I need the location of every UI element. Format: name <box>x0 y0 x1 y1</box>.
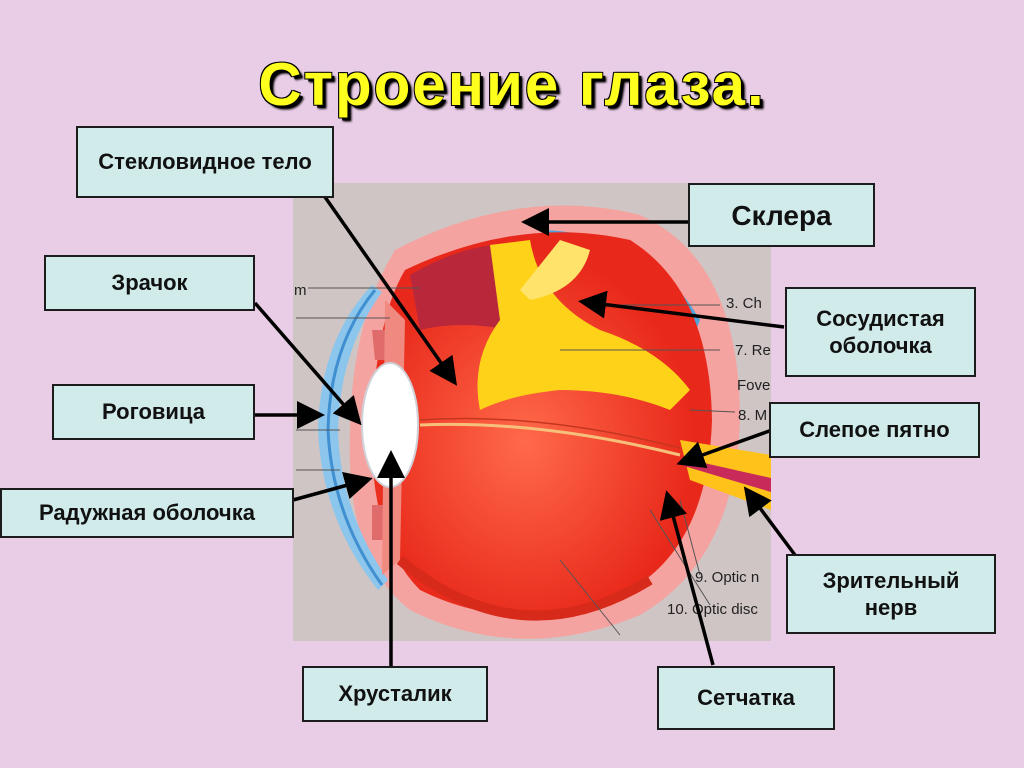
label-choroid: Сосудистая оболочка <box>785 287 976 377</box>
figure-text-optic-disc: 10. Optic disc <box>667 601 758 618</box>
figure-text-m8: 8. M <box>738 407 767 424</box>
figure-text-ch: 3. Ch <box>726 295 762 312</box>
label-sclera: Склера <box>688 183 875 247</box>
label-iris: Радужная оболочка <box>0 488 294 538</box>
arrow-iris <box>292 472 373 502</box>
arrow-optic-nerve <box>743 486 797 557</box>
label-vitreous: Стекловидное тело <box>76 126 334 198</box>
arrow-retina <box>659 490 715 666</box>
cornea-shape <box>318 285 388 590</box>
label-blind-spot: Слепое пятно <box>769 402 980 458</box>
figure-text-re: 7. Re <box>735 342 771 359</box>
page-title: Строение глаза. <box>258 51 766 118</box>
arrow-vitreous <box>323 195 458 386</box>
label-optic-nerve: Зрительный нерв <box>786 554 996 634</box>
label-pupil: Зрачок <box>44 255 255 311</box>
eyeball-body <box>371 232 712 615</box>
figure-text-optic-n: 9. Optic n <box>695 569 759 586</box>
figure-text-fove: Fove <box>737 377 770 394</box>
upper-chamber-shape <box>410 244 520 330</box>
arrow-pupil <box>253 301 362 426</box>
arrow-choroid <box>578 290 785 329</box>
label-cornea: Роговица <box>52 384 255 440</box>
arrow-blind-spot <box>676 428 773 469</box>
label-lens: Хрусталик <box>302 666 488 722</box>
label-retina: Сетчатка <box>657 666 835 730</box>
figure-text-m: m <box>294 282 307 299</box>
retina-shape-2 <box>520 240 590 300</box>
